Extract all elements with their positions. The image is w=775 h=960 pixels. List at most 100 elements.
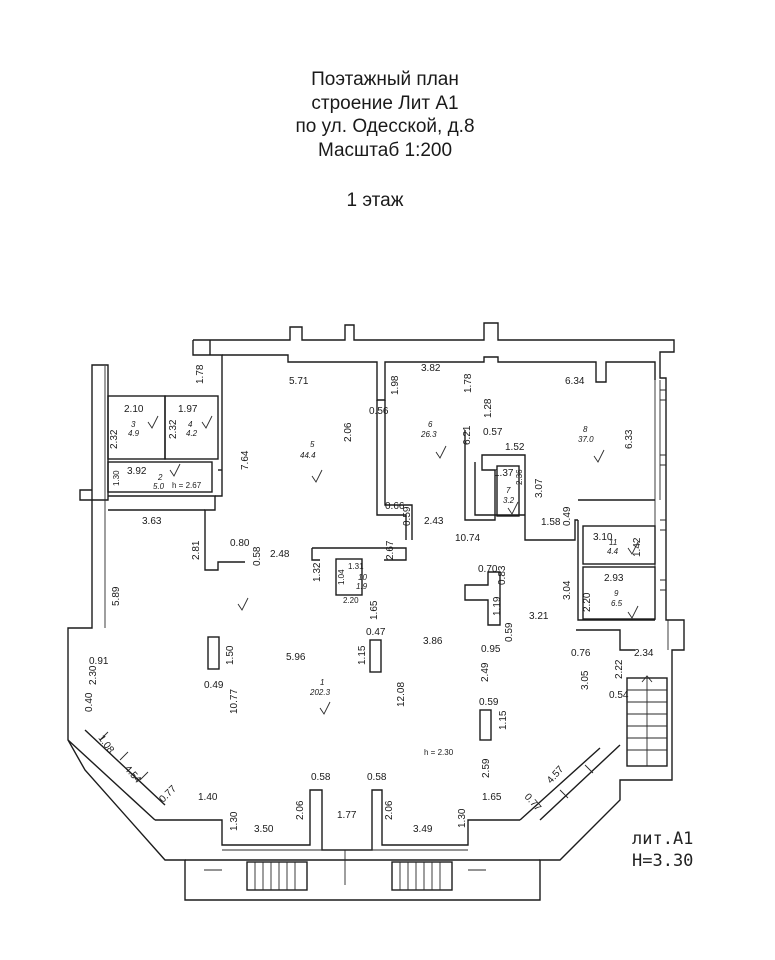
dim-label: 1.19 — [492, 596, 503, 616]
central-partitions — [311, 400, 656, 651]
dim-label: 2.06 — [384, 800, 395, 820]
dim-label: 3.50 — [254, 824, 274, 835]
dim-label: 0.59 — [402, 506, 413, 526]
room-area: 202.3 — [309, 688, 331, 697]
dim-label: 3.04 — [562, 580, 573, 600]
corridor-height: h = 2.67 — [172, 481, 202, 490]
dim-label: 0.59 — [504, 622, 515, 642]
dim-label: 1.08 — [96, 733, 117, 756]
room-number: 8 — [583, 425, 588, 434]
dim-label: 1.65 — [369, 600, 380, 620]
room-labels: 5 44.4 6 26.3 8 37.0 7 3.2 3 4.9 4 4.2 2… — [128, 420, 623, 757]
room-number: 10 — [358, 573, 367, 582]
dim-label: 5.89 — [111, 586, 122, 606]
room-area: 26.3 — [420, 430, 437, 439]
dim-label: 1.50 — [225, 645, 236, 665]
dim-label: 12.08 — [396, 682, 407, 707]
dim-label: 1.30 — [112, 470, 121, 486]
dim-label: 3.86 — [423, 636, 443, 647]
dim-label: 2.48 — [270, 549, 290, 560]
dim-label: 1.78 — [195, 364, 206, 384]
room-number: 11 — [609, 538, 617, 547]
angled-walls — [67, 729, 621, 821]
room-number: 7 — [506, 486, 511, 495]
dim-label: 6.33 — [624, 429, 635, 449]
dim-label: 0.91 — [89, 656, 109, 667]
dim-label: 1.04 — [337, 569, 346, 585]
staircase-right — [626, 675, 668, 767]
dim-label: 3.07 — [534, 478, 545, 498]
dim-label: 3.63 — [142, 516, 162, 527]
plan-title-block: Поэтажный план строение Лит А1 по ул. Од… — [250, 68, 520, 162]
building-name: строение Лит А1 — [311, 92, 459, 114]
dim-label: 1.30 — [457, 808, 468, 828]
dim-label: 0.77 — [522, 792, 543, 814]
room-number: 2 — [157, 473, 163, 482]
room-area: 5.0 — [153, 482, 165, 491]
dim-label: 2.06 — [343, 422, 354, 442]
dim-label: 1.40 — [198, 792, 218, 803]
dim-label: 1.37 — [494, 468, 514, 479]
dim-label: 0.54 — [609, 690, 629, 701]
dim-label: 4.57 — [545, 764, 566, 786]
dim-label: 2.34 — [634, 648, 654, 659]
dim-label: 0.49 — [562, 506, 573, 526]
room-number: 1 — [320, 678, 324, 687]
dim-label: 1.15 — [498, 710, 509, 730]
dim-label: 0.77 — [157, 783, 179, 805]
room-area: 1.9 — [356, 582, 368, 591]
building-height: H=3.30 — [632, 851, 694, 871]
dim-label: 0.76 — [571, 648, 591, 659]
room-number: 3 — [131, 420, 136, 429]
dim-label: 3.10 — [593, 532, 613, 543]
dim-label: 3.21 — [529, 611, 549, 622]
dim-label: 1.77 — [337, 810, 357, 821]
dim-label: 1.97 — [178, 404, 198, 415]
dim-label: 1.15 — [357, 645, 368, 665]
ceiling-height: h = 2.30 — [424, 748, 454, 757]
dim-label: 1.52 — [505, 442, 525, 453]
dim-label: 0.66 — [385, 501, 405, 512]
dim-label: 1.65 — [482, 792, 502, 803]
dim-label: 5.96 — [286, 652, 306, 663]
dim-label: 0.58 — [311, 772, 331, 783]
dim-label: 0.83 — [497, 565, 508, 585]
dim-label: 2.06 — [295, 800, 306, 820]
scale: Масштаб 1:200 — [317, 139, 453, 161]
dim-label: 2.49 — [480, 662, 491, 682]
dim-label: 0.40 — [84, 692, 95, 712]
bottom-entrance — [155, 789, 540, 891]
right-windows — [660, 389, 666, 591]
room-number: 4 — [188, 420, 193, 429]
lit-name: лит.А1 — [632, 829, 694, 849]
dim-label: 10.74 — [455, 533, 480, 544]
dim-label: 1.30 — [229, 811, 240, 831]
room-area: 4.9 — [128, 429, 140, 438]
dim-label: 0.95 — [481, 644, 501, 655]
dim-label: 7.64 — [240, 450, 251, 470]
rooms-3-4 — [107, 362, 245, 571]
dim-label: 0.58 — [252, 546, 263, 566]
dim-label: 6.21 — [462, 425, 473, 445]
dim-label: 2.93 — [604, 573, 624, 584]
dim-label: 1.98 — [390, 375, 401, 395]
room-number: 6 — [428, 420, 433, 429]
dim-label: 2.59 — [481, 758, 492, 778]
dim-label: 3.82 — [421, 363, 441, 374]
room-area: 3.2 — [503, 496, 515, 505]
dim-label: 2.36 — [515, 469, 524, 485]
dim-label: 1.31 — [348, 562, 364, 571]
dim-label: 2.32 — [109, 429, 120, 449]
room-number: 5 — [310, 440, 315, 449]
floor-label: 1 этаж — [346, 190, 404, 211]
room-area: 37.0 — [578, 435, 594, 444]
dim-label: 0.47 — [366, 627, 386, 638]
dim-label: 1.58 — [541, 517, 561, 528]
dim-label: 6.34 — [565, 376, 585, 387]
dim-label: 2.81 — [191, 540, 202, 560]
dim-label: 3.92 — [127, 466, 147, 477]
dimension-labels: 5.71 3.82 6.34 1.78 1.98 1.78 0.56 1.28 … — [84, 363, 654, 835]
columns — [207, 571, 501, 741]
dim-label: 0.70 — [478, 564, 498, 575]
